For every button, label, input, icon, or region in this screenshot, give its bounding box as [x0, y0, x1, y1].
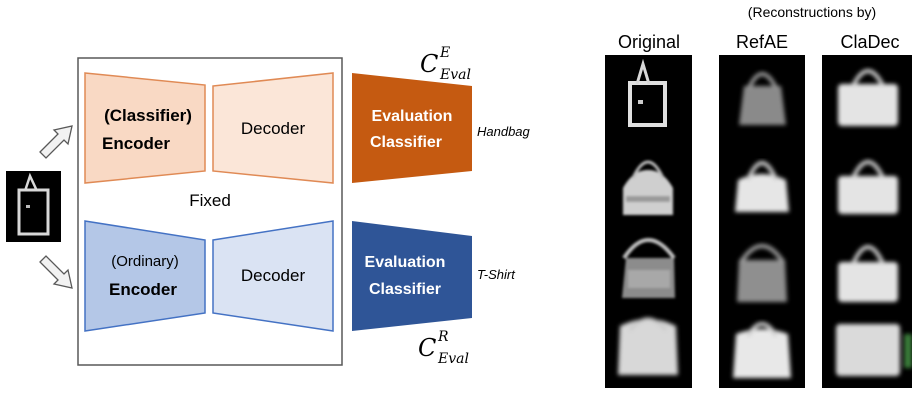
bottom-encoder-label-1: (Ordinary): [111, 253, 179, 270]
svg-text:Eval: Eval: [439, 67, 471, 83]
bottom-encoder-label-2: Encoder: [109, 280, 177, 299]
bottom-eval-label-2: Classifier: [369, 281, 441, 298]
refae-image-3: [737, 244, 787, 302]
svg-text:Eval: Eval: [437, 351, 469, 367]
fixed-frame: [77, 57, 343, 366]
svg-text:R: R: [437, 329, 449, 345]
column-header-refae: RefAE: [736, 32, 788, 52]
top-classifier-symbol: C E Eval: [420, 45, 471, 83]
svg-text:C: C: [420, 50, 438, 78]
refae-image-4: [733, 322, 791, 378]
arrow-down-right-icon: [39, 255, 73, 289]
bottom-decoder-label: Decoder: [241, 266, 306, 285]
svg-text:E: E: [439, 45, 450, 61]
top-encoder-label-1: (Classifier): [104, 106, 192, 125]
top-eval-label-2: Classifier: [370, 134, 442, 151]
top-decoder-label: Decoder: [241, 119, 306, 138]
top-encoder-shape: [84, 72, 206, 184]
original-image-3: [622, 238, 676, 298]
input-image: [6, 171, 61, 242]
bottom-classifier-symbol: C R Eval: [418, 329, 469, 367]
cladec-image-1: [838, 69, 898, 126]
original-image-1: [628, 58, 667, 127]
top-eval-classifier-shape: [352, 73, 472, 183]
original-image-4: [618, 317, 678, 375]
cladec-image-4: [836, 324, 912, 376]
bottom-eval-label-1: Evaluation: [365, 254, 446, 271]
cladec-image-3: [838, 245, 898, 302]
top-eval-label-1: Evaluation: [372, 108, 453, 125]
refae-image-1: [739, 72, 786, 125]
top-decoder-shape: [212, 72, 334, 184]
cladec-image-2: [838, 160, 898, 214]
bottom-encoder-shape: [84, 220, 206, 332]
bottom-eval-classifier-shape: [352, 221, 472, 331]
column-header-cladec: ClaDec: [840, 32, 899, 52]
svg-text:C: C: [418, 334, 436, 362]
fixed-label: Fixed: [189, 191, 231, 210]
top-output-label: Handbag: [477, 124, 531, 139]
column-header-original: Original: [618, 32, 680, 52]
arrow-up-right-icon: [39, 125, 73, 159]
grid-header-caption: (Reconstructions by): [748, 4, 876, 20]
refae-image-2: [735, 161, 789, 212]
original-image-2: [623, 160, 673, 215]
bottom-decoder-shape: [212, 220, 334, 332]
bottom-output-label: T-Shirt: [477, 267, 516, 282]
top-encoder-label-2: Encoder: [102, 134, 170, 153]
